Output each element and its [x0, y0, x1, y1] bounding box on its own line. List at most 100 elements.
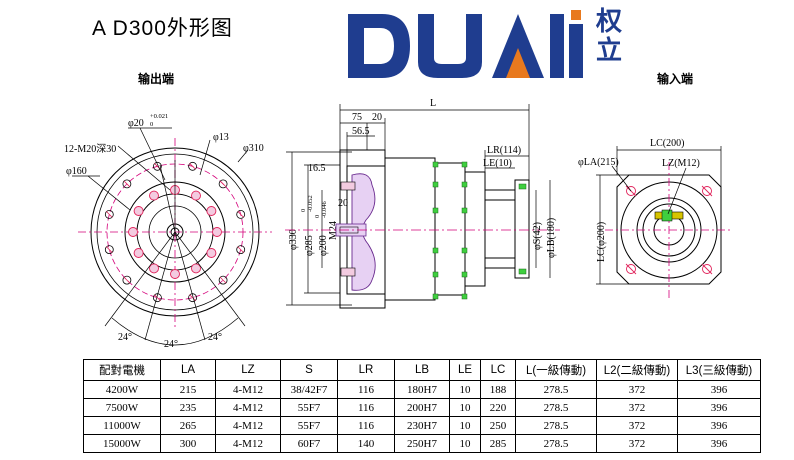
- col-L1: L(一級傳動): [515, 359, 597, 381]
- dim-phi20: φ20: [128, 118, 144, 129]
- bolt-hole-mark: [189, 163, 196, 170]
- spec-table-header: 配對電機 LA LZ S LR LB LE LC L(一級傳動) L2(二級傳動…: [83, 359, 761, 381]
- inner-hole: [149, 263, 159, 274]
- col-LZ: LZ: [215, 359, 281, 381]
- table-cell: 200H7: [394, 398, 450, 417]
- bolt-hole-mark: [219, 180, 227, 188]
- table-cell: 396: [677, 398, 761, 417]
- table-cell: 215: [160, 380, 216, 399]
- inner-hole: [191, 190, 201, 201]
- table-cell: 116: [337, 380, 395, 399]
- green-bolt: [461, 207, 468, 214]
- input-end-label: 输入端: [657, 72, 694, 86]
- dim-phi330: φ330: [288, 229, 299, 250]
- inner-hole: [133, 248, 144, 258]
- dim-phi160: φ160: [66, 166, 87, 177]
- col-LR: LR: [337, 359, 395, 381]
- dim-phi200: φ200: [318, 235, 329, 256]
- bolt-hole: [218, 179, 228, 189]
- dim-bolt-pattern: 12-M20深30: [64, 143, 116, 155]
- table-cell: 300: [160, 434, 216, 453]
- brand-char-top: 权: [596, 7, 623, 37]
- dim-phi20-upper-tol: +0.021: [150, 113, 168, 120]
- dim-angle-mid: 24°: [164, 339, 178, 350]
- table-cell: 188: [480, 380, 516, 399]
- table-cell: 372: [596, 398, 678, 417]
- table-cell: 278.5: [515, 380, 597, 399]
- col-L3: L3(三級傳動): [677, 359, 761, 381]
- brand-char-bottom: 立: [596, 36, 623, 66]
- dim-phi20-lower-tol: 0: [150, 121, 153, 128]
- dim-LE: LE(10): [483, 158, 512, 169]
- table-cell: 11000W: [83, 416, 161, 435]
- green-bolt: [461, 247, 468, 254]
- table-cell: 372: [596, 434, 678, 453]
- col-S: S: [280, 359, 338, 381]
- inner-hole: [206, 248, 217, 258]
- bolt-hole-mark: [106, 246, 113, 253]
- green-bolt: [461, 271, 468, 278]
- brand-chinese-text: 权 立: [596, 8, 622, 66]
- dim-16-5: 16.5: [308, 163, 326, 174]
- dim-75: 75: [352, 112, 362, 123]
- table-cell: 60F7: [280, 434, 338, 453]
- bolt-hole: [236, 209, 246, 219]
- table-cell: 10: [449, 416, 481, 435]
- green-bolt: [432, 161, 439, 168]
- bolt-hole-mark: [123, 180, 131, 188]
- table-cell: 285: [480, 434, 516, 453]
- table-cell: 396: [677, 380, 761, 399]
- bolt-hole: [188, 293, 198, 303]
- bolt-hole-mark: [106, 211, 113, 218]
- bolt-hole-mark: [237, 246, 244, 253]
- table-cell: 396: [677, 434, 761, 453]
- dim-phi285: φ285: [304, 235, 315, 256]
- bolt-hole: [122, 275, 132, 285]
- outer-bolt-holes: [104, 161, 246, 303]
- dim-LC-phi: LC(φ200): [596, 222, 607, 262]
- col-LC: LC: [480, 359, 516, 381]
- dim-M24: M24: [328, 221, 339, 240]
- col-L2: L2(二級傳動): [596, 359, 678, 381]
- dim-phiLB: φLB(180): [546, 218, 557, 258]
- table-cell: 7500W: [83, 398, 161, 417]
- dim-LC: LC(200): [650, 138, 684, 149]
- table-cell: 4-M12: [215, 416, 281, 435]
- table-cell: 15000W: [83, 434, 161, 453]
- inner-hole: [206, 206, 217, 216]
- housing-bolts: [432, 161, 468, 300]
- dim-L: L: [430, 98, 436, 109]
- dim-angle-right: 24°: [208, 332, 222, 343]
- dim-phi13: φ13: [213, 132, 229, 143]
- table-cell: 250: [480, 416, 516, 435]
- dim-phiS: φS(42): [532, 222, 543, 250]
- table-cell: 265: [160, 416, 216, 435]
- inner-hole: [170, 269, 180, 279]
- table-cell: 278.5: [515, 434, 597, 453]
- spec-table: 配對電機 LA LZ S LR LB LE LC L(一級傳動) L2(二級傳動…: [83, 359, 761, 453]
- dim-phi285-tol0: 0: [300, 209, 307, 212]
- dim-20-top: 20: [372, 112, 382, 123]
- table-cell: 235: [160, 398, 216, 417]
- table-cell: 396: [677, 416, 761, 435]
- dim-phi310: φ310: [243, 143, 264, 154]
- bolt-hole: [104, 209, 114, 219]
- table-cell: 116: [337, 416, 395, 435]
- inner-hole: [133, 206, 144, 216]
- inner-hole: [212, 227, 222, 237]
- green-bolt: [461, 161, 468, 168]
- green-bolt: [461, 293, 468, 300]
- bolt-hole-mark: [154, 294, 161, 301]
- dim-phi200-tol0: 0: [314, 215, 321, 218]
- dim-LZ: LZ(M12): [662, 158, 700, 169]
- green-bolt: [432, 271, 439, 278]
- col-LE: LE: [449, 359, 481, 381]
- table-cell: 250H7: [394, 434, 450, 453]
- green-bolt: [461, 181, 468, 188]
- bolt-hole: [236, 245, 246, 255]
- green-bolt: [432, 247, 439, 254]
- table-cell: 372: [596, 416, 678, 435]
- output-end-label: 输出端: [138, 72, 175, 86]
